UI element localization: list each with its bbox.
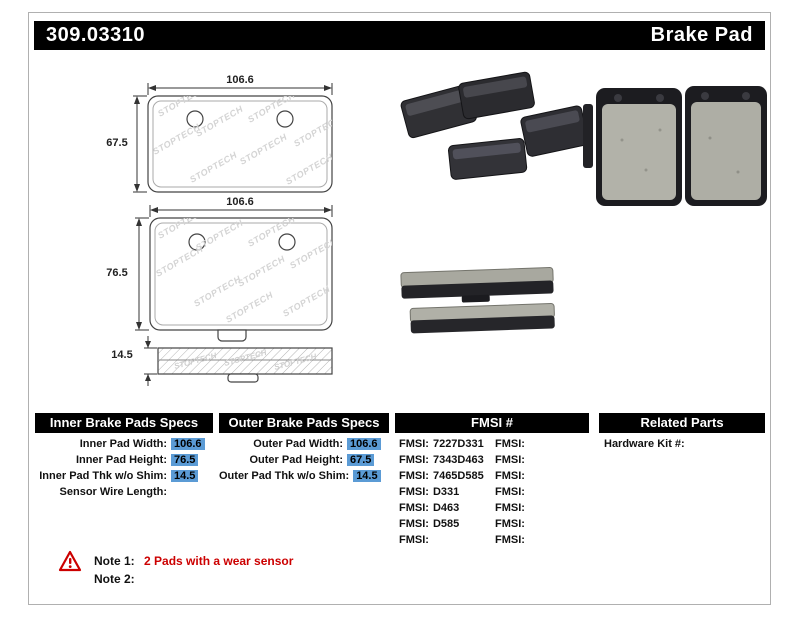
- inner-pad-dimension-lines: [135, 205, 333, 331]
- note-1: Note 1: 2 Pads with a wear sensor: [94, 552, 293, 570]
- photo-pads-angled: [400, 71, 589, 180]
- spec-row-outer-thickness: Outer Pad Thk w/o Shim: 14.5: [219, 469, 387, 485]
- note-1-label: Note 1:: [94, 554, 135, 568]
- fmsi-row: FMSI:7465D585 FMSI:: [399, 469, 589, 485]
- fmsi-label: FMSI:: [495, 518, 525, 530]
- spec-value: 76.5: [171, 454, 199, 466]
- outer-pad-dimension-lines: [133, 83, 333, 193]
- fmsi-label: FMSI:: [399, 454, 429, 466]
- photo-pads-front: [583, 86, 767, 206]
- product-photos-svg: [400, 71, 767, 334]
- fmsi-value: 7343D463: [432, 454, 484, 466]
- dim-inner-pad-width: 106.6: [226, 196, 254, 208]
- related-parts-column: Hardware Kit #:: [604, 437, 764, 453]
- note-1-text: 2 Pads with a wear sensor: [144, 554, 294, 568]
- spec-row-inner-thickness: Inner Pad Thk w/o Shim: 14.5: [35, 469, 211, 485]
- spec-label: Sensor Wire Length:: [59, 486, 167, 498]
- spec-value: 106.6: [171, 438, 205, 450]
- spec-value: 14.5: [353, 470, 381, 482]
- fmsi-row: FMSI:D463 FMSI:: [399, 501, 589, 517]
- header-bar: 309.03310 Brake Pad: [34, 21, 765, 50]
- dim-pad-thickness: 14.5: [111, 349, 133, 361]
- thickness-dimension-lines: [144, 336, 157, 386]
- fmsi-row: FMSI:7343D463 FMSI:: [399, 453, 589, 469]
- spec-label: Outer Pad Height:: [249, 454, 343, 466]
- spec-row-sensor-wire-length: Sensor Wire Length:: [35, 485, 211, 501]
- related-parts-header: Related Parts: [599, 413, 765, 433]
- fmsi-label: FMSI:: [399, 518, 429, 530]
- inner-pad-drawing: [149, 217, 333, 342]
- spec-label: Outer Pad Width:: [253, 438, 343, 450]
- related-row-hardware-kit: Hardware Kit #:: [604, 437, 764, 453]
- warning-icon: [58, 550, 82, 572]
- outer-pad-drawing: [147, 95, 333, 193]
- spec-row-outer-width: Outer Pad Width: 106.6: [219, 437, 387, 453]
- spec-label: Inner Pad Thk w/o Shim:: [39, 470, 167, 482]
- fmsi-label: FMSI:: [399, 502, 429, 514]
- inner-specs-column: Inner Pad Width: 106.6 Inner Pad Height:…: [35, 437, 211, 501]
- spec-row-inner-height: Inner Pad Height: 76.5: [35, 453, 211, 469]
- spec-value: 67.5: [347, 454, 375, 466]
- spec-row-inner-width: Inner Pad Width: 106.6: [35, 437, 211, 453]
- fmsi-label: FMSI:: [495, 438, 525, 450]
- fmsi-value: D463: [432, 502, 460, 514]
- spec-value: 14.5: [171, 470, 199, 482]
- dim-inner-pad-height: 76.5: [106, 267, 128, 279]
- fmsi-header: FMSI #: [395, 413, 589, 433]
- photo-pads-edge: [400, 267, 555, 334]
- fmsi-label: FMSI:: [399, 438, 429, 450]
- technical-drawings-svg: STOPTECH STOPTECH STOPTECH STOPTECH STOP…: [133, 83, 333, 386]
- fmsi-row: FMSI:D331 FMSI:: [399, 485, 589, 501]
- spec-row-outer-height: Outer Pad Height: 67.5: [219, 453, 387, 469]
- outer-specs-column: Outer Pad Width: 106.6 Outer Pad Height:…: [219, 437, 387, 485]
- sheet-border: [28, 12, 771, 605]
- dim-outer-pad-width: 106.6: [226, 74, 254, 86]
- fmsi-label: FMSI:: [495, 454, 525, 466]
- fmsi-row: FMSI: FMSI:: [399, 533, 589, 549]
- product-type-title: Brake Pad: [650, 24, 753, 46]
- fmsi-label: FMSI:: [495, 486, 525, 498]
- spec-label: Outer Pad Thk w/o Shim:: [219, 470, 350, 482]
- spec-label: Inner Pad Width:: [79, 438, 167, 450]
- fmsi-value: 7465D585: [432, 470, 484, 482]
- spec-value: 106.6: [347, 438, 381, 450]
- fmsi-value: D331: [432, 486, 460, 498]
- fmsi-row: FMSI:D585 FMSI:: [399, 517, 589, 533]
- fmsi-label: FMSI:: [399, 486, 429, 498]
- fmsi-value: 7227D331: [432, 438, 484, 450]
- fmsi-label: FMSI:: [495, 470, 525, 482]
- fmsi-value: D585: [432, 518, 460, 530]
- outer-specs-header: Outer Brake Pads Specs: [219, 413, 389, 433]
- pad-side-view-drawing: [157, 347, 333, 383]
- part-number: 309.03310: [46, 24, 146, 46]
- note-2: Note 2:: [94, 570, 293, 588]
- fmsi-column: FMSI:7227D331 FMSI: FMSI:7343D463 FMSI: …: [399, 437, 589, 549]
- fmsi-label: FMSI:: [495, 502, 525, 514]
- dim-outer-pad-height: 67.5: [106, 137, 128, 149]
- notes-section: Note 1: 2 Pads with a wear sensor Note 2…: [94, 552, 293, 588]
- fmsi-label: FMSI:: [399, 470, 429, 482]
- spec-label: Inner Pad Height:: [75, 454, 167, 466]
- inner-specs-header: Inner Brake Pads Specs: [35, 413, 213, 433]
- related-label: Hardware Kit #:: [604, 438, 685, 450]
- fmsi-label: FMSI:: [495, 534, 525, 546]
- fmsi-label: FMSI:: [399, 534, 429, 546]
- fmsi-row: FMSI:7227D331 FMSI:: [399, 437, 589, 453]
- note-2-label: Note 2:: [94, 572, 135, 586]
